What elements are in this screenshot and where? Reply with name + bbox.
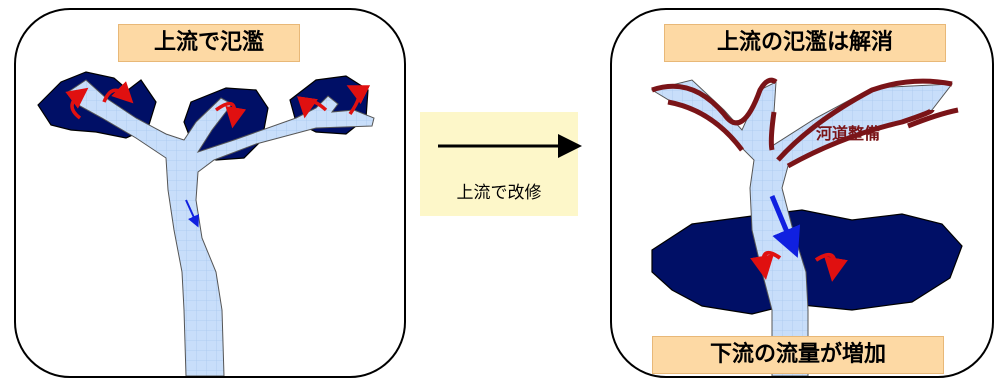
right-bottom-title: 下流の流量が増加 xyxy=(652,336,944,374)
left-river-diagram xyxy=(37,71,375,376)
middle-caption: 上流で改修 xyxy=(456,183,542,203)
levee-line xyxy=(768,111,777,151)
right-panel: 上流の氾濫は解消 河道整備 下流の流量が増加 xyxy=(610,8,994,378)
river xyxy=(67,79,375,376)
flood-arrow xyxy=(214,101,247,129)
flood-arrow xyxy=(102,81,134,104)
right-title: 上流の氾濫は解消 xyxy=(664,24,946,62)
flow-arrow xyxy=(769,195,801,258)
right-river-diagram xyxy=(650,77,963,376)
left-panel: 上流で氾濫 xyxy=(14,8,406,378)
flow-arrow xyxy=(185,199,199,228)
river-improvement-label: 河道整備 xyxy=(816,124,881,143)
left-title: 上流で氾濫 xyxy=(118,24,300,62)
overflow-arrow xyxy=(750,250,782,280)
flood-arrow xyxy=(297,96,328,119)
levee-line xyxy=(667,78,953,162)
levee-line xyxy=(651,77,778,126)
levee-line xyxy=(786,107,959,169)
overflow-arrow xyxy=(814,252,848,282)
flood-arrow xyxy=(346,85,371,116)
middle-box xyxy=(420,112,578,216)
flood-arrow xyxy=(65,87,89,120)
